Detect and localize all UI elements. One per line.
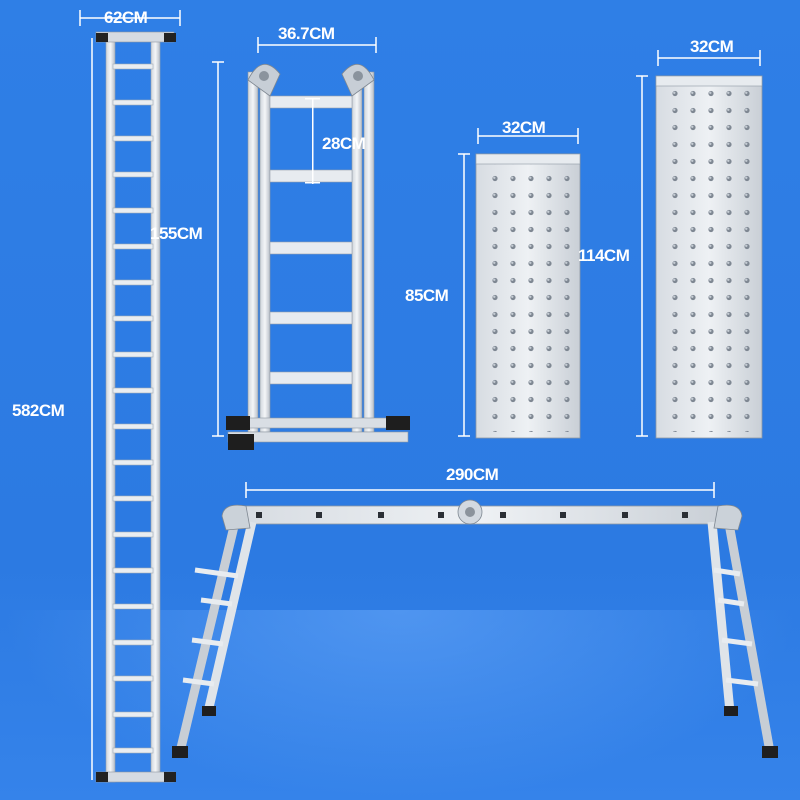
large-platform-length-label: 114CM — [578, 246, 630, 265]
folded-ladder — [212, 37, 410, 450]
rung-spacing-label: 28CM — [322, 134, 366, 153]
large-platform — [636, 50, 763, 439]
small-platform — [458, 128, 581, 439]
scaffold-configuration — [172, 482, 778, 758]
scaffold-span-label: 290CM — [446, 465, 499, 484]
full-ladder — [79, 10, 181, 783]
large-platform-width-label: 32CM — [690, 37, 734, 56]
small-platform-width-label: 32CM — [502, 118, 546, 137]
full-ladder-width-label: 62CM — [104, 8, 148, 27]
folded-height-label: 155CM — [150, 224, 203, 243]
folded-width-label: 36.7CM — [278, 24, 335, 43]
full-ladder-height-label: 582CM — [12, 401, 65, 420]
small-platform-length-label: 85CM — [405, 286, 449, 305]
